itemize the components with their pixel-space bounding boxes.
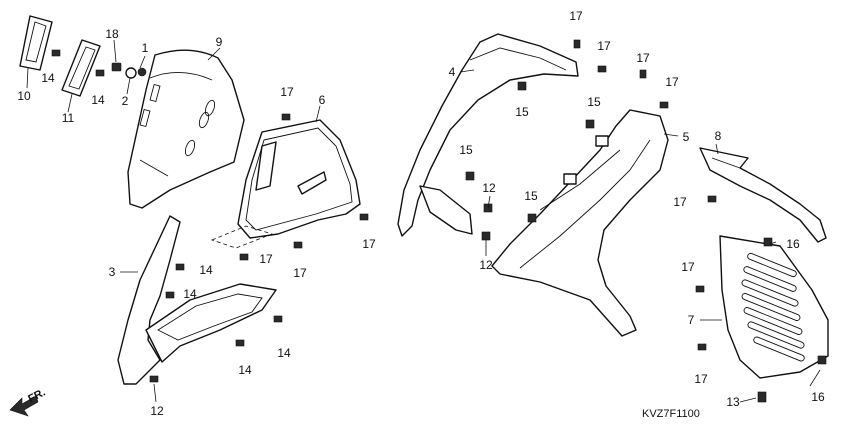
callout-14-d: 14 <box>183 287 197 301</box>
callout-17-g: 17 <box>636 51 650 65</box>
part-5-leg-shield <box>491 109 669 337</box>
part-6-panel <box>210 119 361 249</box>
callout-17-e: 17 <box>569 9 583 23</box>
callout-9: 9 <box>215 35 223 49</box>
callout-12-b: 12 <box>482 181 496 195</box>
callout-17-f: 17 <box>597 39 611 53</box>
callout-7: 7 <box>687 313 695 327</box>
callout-3: 3 <box>108 265 116 279</box>
callout-14-b: 14 <box>91 93 105 107</box>
callout-17-h: 17 <box>665 75 679 89</box>
callout-17-j: 17 <box>681 260 695 274</box>
callout-10: 10 <box>17 89 31 103</box>
callout-16-b: 16 <box>811 390 825 404</box>
callout-14-c: 14 <box>199 263 213 277</box>
callout-15-d: 15 <box>524 189 538 203</box>
leader-lines <box>26 39 821 403</box>
callout-12-a: 12 <box>150 404 164 418</box>
part-11-gasket <box>61 39 101 97</box>
callout-11: 11 <box>61 111 75 125</box>
callout-14-a: 14 <box>41 71 55 85</box>
callout-14-f: 14 <box>238 363 252 377</box>
callout-12-c: 12 <box>479 258 493 272</box>
callout-17-i: 17 <box>673 195 687 209</box>
callout-15-c: 15 <box>459 143 473 157</box>
part-4-front-cover <box>397 33 579 237</box>
part-3-cover <box>117 215 277 385</box>
part-9-windscreen <box>127 49 245 209</box>
callout-2: 2 <box>121 94 129 108</box>
callout-17-a: 17 <box>280 85 294 99</box>
part-8-bracket <box>699 147 827 243</box>
callout-18: 18 <box>105 27 119 41</box>
callout-5: 5 <box>682 130 690 144</box>
callout-4: 4 <box>448 65 456 79</box>
callout-8: 8 <box>714 129 722 143</box>
direction-arrow-icon <box>9 395 39 417</box>
callout-6: 6 <box>318 93 326 107</box>
callout-15-b: 15 <box>587 95 601 109</box>
callout-13: 13 <box>726 395 740 409</box>
diagram-code: KVZ7F1100 <box>642 408 700 420</box>
part-7-grille <box>719 235 829 379</box>
callout-17-c: 17 <box>259 252 273 266</box>
callout-17-b: 17 <box>362 237 376 251</box>
callout-17-k: 17 <box>694 372 708 386</box>
callout-15-a: 15 <box>515 105 529 119</box>
part-10-gasket <box>19 15 53 71</box>
callout-16-a: 16 <box>786 237 800 251</box>
callout-14-e: 14 <box>277 346 291 360</box>
callout-1: 1 <box>141 41 149 55</box>
fasteners-18-1-2 <box>111 62 147 79</box>
callout-17-d: 17 <box>293 266 307 280</box>
